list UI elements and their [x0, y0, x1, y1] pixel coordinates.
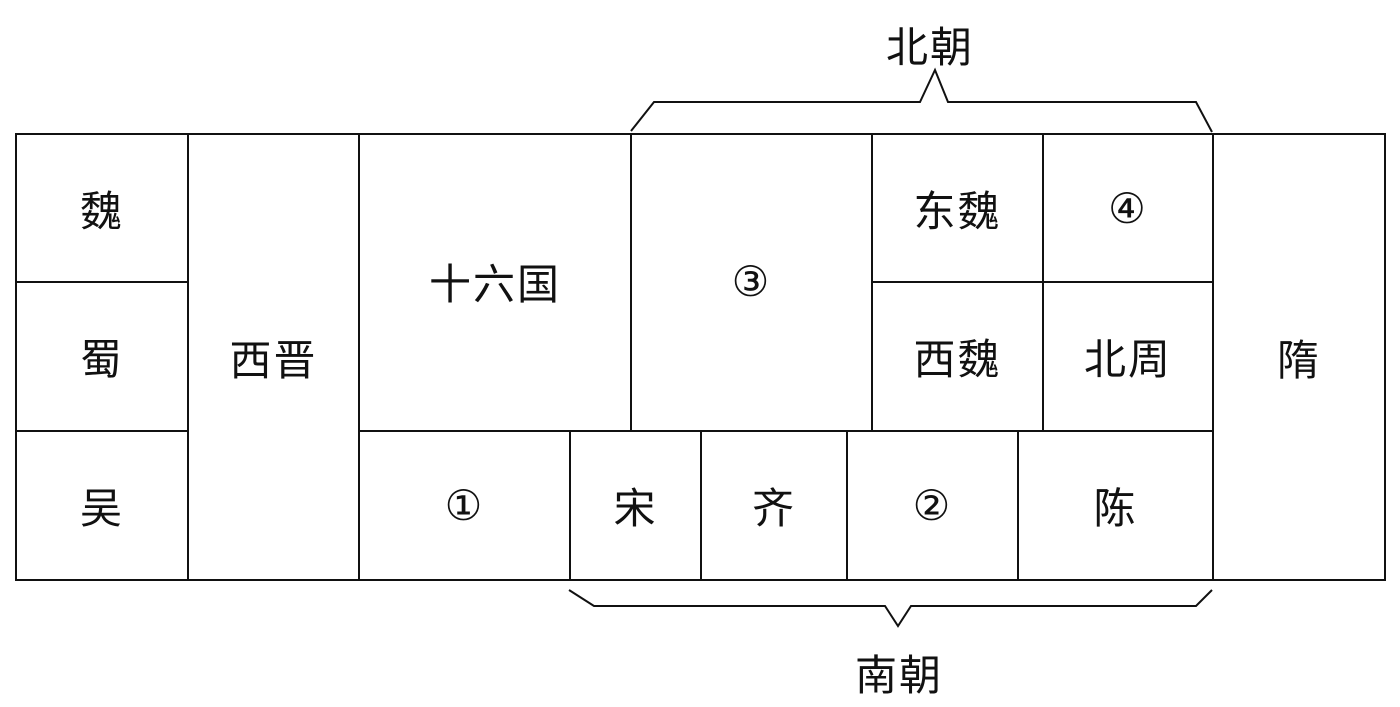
northern-dynasties-label: 北朝 [886, 23, 975, 72]
cell-blank-1: ① [358, 430, 571, 581]
cell-song: 宋 [569, 430, 702, 581]
cell-sui: 隋 [1212, 133, 1386, 581]
cell-sixteen-kingdoms: 十六国 [358, 133, 632, 432]
cell-blank-3: ③ [630, 133, 873, 432]
cell-wu: 吴 [15, 430, 189, 581]
cell-blank-4: ④ [1042, 133, 1214, 283]
cell-qi: 齐 [700, 430, 848, 581]
southern-dynasties-brace [568, 589, 1213, 628]
cell-shu: 蜀 [15, 281, 189, 432]
southern-dynasties-label: 南朝 [855, 651, 944, 700]
cell-dongwei: 东魏 [871, 133, 1044, 283]
cell-xijin: 西晋 [187, 133, 360, 581]
cell-chen: 陈 [1017, 430, 1214, 581]
cell-beizhou: 北周 [1042, 281, 1214, 432]
cell-wei: 魏 [15, 133, 189, 283]
cell-blank-2: ② [846, 430, 1019, 581]
cell-xiwei: 西魏 [871, 281, 1044, 432]
northern-dynasties-brace [630, 67, 1213, 133]
